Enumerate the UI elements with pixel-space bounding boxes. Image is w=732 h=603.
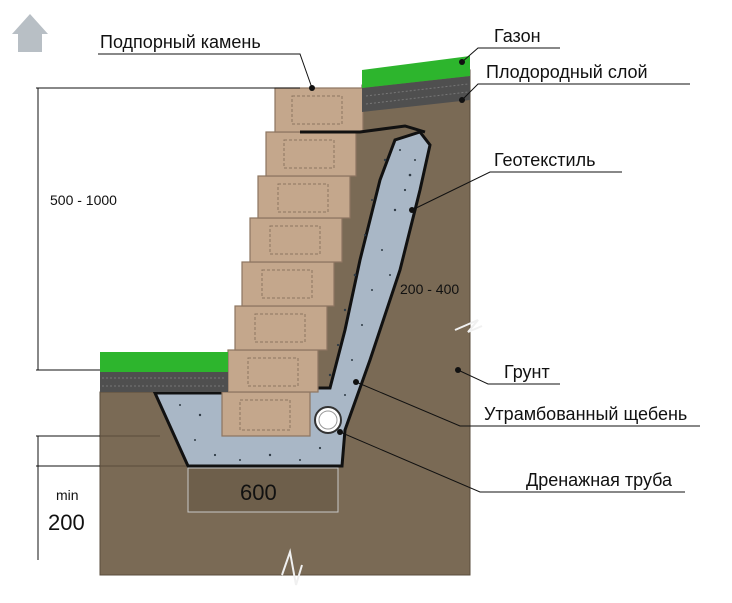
label-fertile-layer: Плодородный слой	[486, 62, 648, 82]
lower-lawn	[100, 352, 228, 372]
stone-block	[241, 261, 335, 307]
stone-block	[234, 305, 328, 351]
stone-block-top	[274, 87, 364, 133]
label-retaining-stone: Подпорный камень	[100, 32, 261, 52]
base-footing	[187, 467, 339, 513]
dimension-lines	[36, 87, 300, 560]
label-lawn: Газон	[494, 26, 541, 46]
dim-base-width: 600	[240, 480, 277, 505]
stone-block	[257, 175, 351, 219]
label-soil: Грунт	[504, 362, 550, 382]
dim-backfill-width: 200 - 400	[400, 281, 459, 297]
leader-dots	[309, 59, 465, 435]
label-geotextile: Геотекстиль	[494, 150, 595, 170]
house-logo-icon	[12, 14, 48, 52]
watermark-line1: Как	[60, 17, 87, 34]
label-compacted-gravel: Утрамбованный щебень	[484, 404, 687, 424]
leader-lines	[98, 47, 700, 493]
upper-lawn	[362, 56, 470, 88]
lower-fertile-layer	[100, 372, 228, 392]
watermark-logo: Как Сделать	[12, 14, 129, 54]
drain-pipe-inner	[318, 410, 338, 430]
geotextile-line	[300, 124, 426, 134]
stone-block	[227, 349, 319, 393]
stone-block	[265, 131, 357, 177]
retaining-wall-stones	[221, 87, 364, 437]
dim-base-depth-prefix: min	[56, 487, 79, 503]
upper-fertile-texture	[365, 83, 469, 105]
lower-fertile-texture	[102, 377, 226, 387]
stone-block	[221, 391, 311, 437]
soil-break-bottom	[281, 548, 303, 586]
watermark-line2: Сделать	[60, 37, 129, 54]
dim-wall-height: 500 - 1000	[50, 192, 117, 208]
stone-block	[249, 217, 343, 263]
label-drain-pipe: Дренажная труба	[526, 470, 673, 490]
soil-break-right	[454, 319, 483, 333]
dim-base-depth-value: 200	[48, 510, 85, 535]
